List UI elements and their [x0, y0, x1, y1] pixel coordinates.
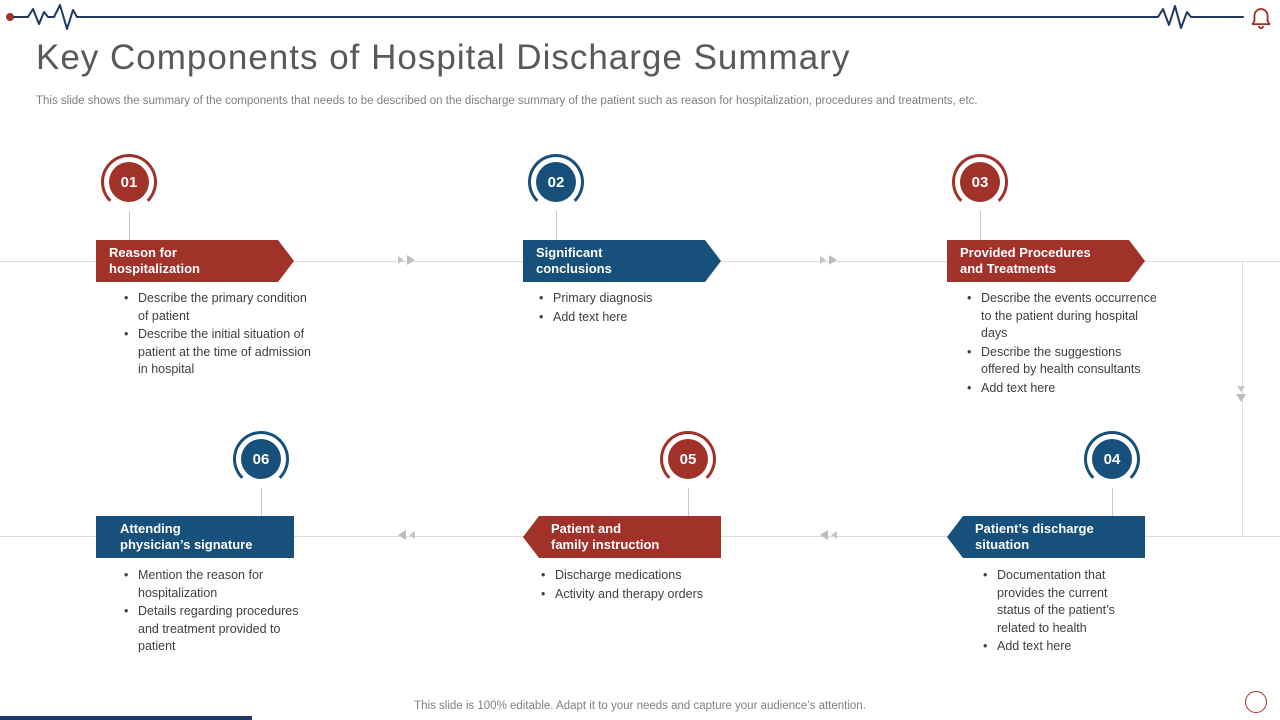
- footer-note: This slide is 100% editable. Adapt it to…: [414, 700, 866, 712]
- bullet-item: Discharge medications: [539, 567, 724, 585]
- step-number-badge: 06: [233, 431, 289, 487]
- chevron-down-icon: [1236, 386, 1246, 402]
- slide-number-circle: [1245, 691, 1267, 713]
- component-title-banner: Patient’s discharge situation: [947, 516, 1145, 558]
- number-ring: [233, 431, 289, 487]
- step-number: 03: [960, 162, 1000, 202]
- component-bullets: Describe the events occurrence to the pa…: [965, 290, 1161, 398]
- bullet-item: Primary diagnosis: [537, 290, 712, 308]
- bullet-item: Add text here: [537, 309, 712, 327]
- number-ring: [528, 154, 584, 210]
- component-title: Provided Procedures and Treatments: [960, 244, 1091, 276]
- bullet-item: Describe the events occurrence to the pa…: [965, 290, 1161, 343]
- bullet-item: Describe the primary condition of patien…: [122, 290, 312, 325]
- bullet-item: Add text here: [981, 638, 1129, 656]
- number-ring: [952, 154, 1008, 210]
- number-ring: [1084, 431, 1140, 487]
- component-title: Attending physician’s signature: [120, 520, 253, 552]
- step-number: 06: [241, 439, 281, 479]
- footer-accent-bar: [0, 716, 252, 720]
- step-number: 04: [1092, 439, 1132, 479]
- connector-line: [1112, 488, 1113, 517]
- chevrons-right-icon: [398, 255, 415, 265]
- component-bullets: Describe the primary condition of patien…: [122, 290, 312, 380]
- component-title-banner: Significant conclusions: [523, 240, 721, 282]
- connector-line: [129, 211, 130, 240]
- number-ring: [101, 154, 157, 210]
- bullet-item: Add text here: [965, 380, 1161, 398]
- connector-line: [980, 211, 981, 240]
- bell-icon: [1251, 8, 1271, 29]
- component-03: 03 Provided Procedures and Treatments De…: [947, 154, 1167, 414]
- component-title-banner: Reason for hospitalization: [96, 240, 294, 282]
- chevrons-left-icon: [820, 530, 837, 540]
- bullet-item: Details regarding procedures and treatme…: [122, 603, 314, 656]
- page-subtitle: This slide shows the summary of the comp…: [36, 95, 978, 107]
- chevrons-right-icon: [820, 255, 837, 265]
- bullet-item: Documentation that provides the current …: [981, 567, 1129, 637]
- component-bullets: Primary diagnosis Add text here: [537, 290, 712, 327]
- step-number-badge: 04: [1084, 431, 1140, 487]
- component-05: 05 Patient and family instruction Discha…: [523, 431, 743, 691]
- bullet-item: Mention the reason for hospitalization: [122, 567, 314, 602]
- step-number: 01: [109, 162, 149, 202]
- page-title: Key Components of Hospital Discharge Sum…: [36, 38, 851, 77]
- component-title: Reason for hospitalization: [109, 244, 200, 276]
- component-04: 04 Patient’s discharge situation Documen…: [947, 431, 1167, 691]
- step-number: 05: [668, 439, 708, 479]
- bullet-item: Describe the suggestions offered by heal…: [965, 344, 1161, 379]
- component-title: Patient’s discharge situation: [975, 520, 1094, 552]
- component-bullets: Discharge medications Activity and thera…: [539, 567, 724, 604]
- connector-line: [688, 488, 689, 517]
- bullet-item: Describe the initial situation of patien…: [122, 326, 312, 379]
- step-number-badge: 03: [952, 154, 1008, 210]
- component-title: Patient and family instruction: [551, 520, 660, 552]
- component-bullets: Documentation that provides the current …: [981, 567, 1129, 657]
- connector-line: [261, 488, 262, 517]
- component-title-banner: Provided Procedures and Treatments: [947, 240, 1145, 282]
- component-bullets: Mention the reason for hospitalization D…: [122, 567, 314, 657]
- bullet-item: Activity and therapy orders: [539, 586, 724, 604]
- component-title-banner: Attending physician’s signature: [96, 516, 294, 558]
- step-number-badge: 05: [660, 431, 716, 487]
- step-number-badge: 02: [528, 154, 584, 210]
- step-number-badge: 01: [101, 154, 157, 210]
- connector-line: [556, 211, 557, 240]
- number-ring: [660, 431, 716, 487]
- component-06: 06 Attending physician’s signature Menti…: [96, 431, 316, 691]
- component-02: 02 Significant conclusions Primary diagn…: [523, 154, 743, 414]
- component-01: 01 Reason for hospitalization Describe t…: [96, 154, 316, 414]
- chevrons-left-icon: [398, 530, 415, 540]
- step-number: 02: [536, 162, 576, 202]
- component-title: Significant conclusions: [536, 244, 612, 276]
- heartbeat-line-icon: [6, 4, 1244, 30]
- component-title-banner: Patient and family instruction: [523, 516, 721, 558]
